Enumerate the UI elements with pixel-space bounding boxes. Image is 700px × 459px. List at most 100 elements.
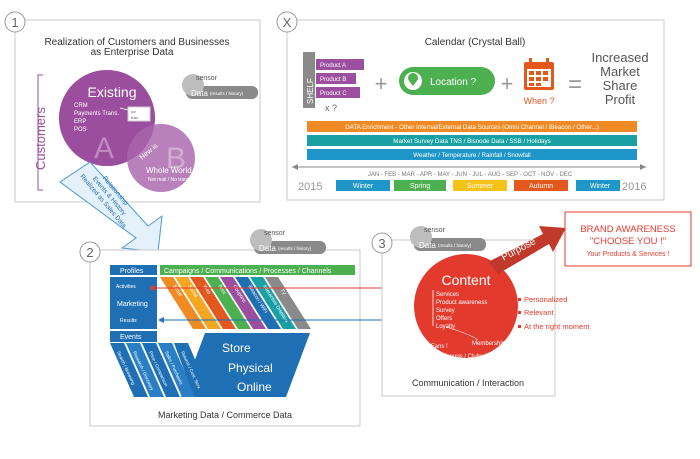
purpose-arrow-shape	[488, 226, 566, 274]
panel-3-number: 3	[378, 236, 385, 251]
season-autumn: Autumn	[529, 183, 553, 190]
small-note-line2: tran	[131, 115, 138, 120]
campaigns-label: Campaigns / Communications / Processes /…	[164, 268, 332, 275]
event-research-shape	[126, 343, 164, 397]
existing-item-pos: POS	[74, 127, 87, 133]
data-bar-survey-label: Market Survey Data TNS / Bisnode Data / …	[393, 138, 550, 145]
channel-print: Print	[216, 284, 227, 296]
product-c-label: Product C	[320, 91, 347, 97]
sensor-badge-2: sensor Data (results / history)	[250, 229, 326, 254]
sensor-sub-2: (results / history)	[278, 246, 312, 251]
when-label: When ?	[523, 96, 554, 106]
sensor-top-2: sensor	[264, 230, 286, 237]
sensor-badge-3: sensor Data (results / history)	[410, 226, 486, 251]
panel-x: X Calendar (Crystal Ball) SHELF Product …	[276, 11, 665, 201]
product-a-label: Product A	[320, 63, 346, 69]
marketing-label: Marketing	[117, 301, 148, 308]
season-autumn-box	[514, 180, 568, 191]
panel-2-number: 2	[86, 245, 93, 260]
event-returns-shape	[174, 343, 206, 397]
data-bar-enrichment-label: DATA Enrichment - Other Internal/Externa…	[345, 124, 599, 131]
marketing-box	[110, 277, 157, 329]
sensor-main-3: Data	[419, 241, 436, 250]
bullet-personalized	[518, 298, 521, 301]
event-price-shape	[142, 343, 180, 397]
channel-email: Email	[171, 284, 183, 298]
season-spring: Spring	[410, 183, 430, 190]
timeline-right-arrow	[640, 164, 646, 170]
brand-awareness-frame	[564, 211, 692, 267]
result-market: Market	[600, 64, 640, 79]
panel-x-title: Calendar (Crystal Ball)	[425, 37, 526, 48]
season-winter-1: Winter	[353, 183, 374, 190]
letter-a: A	[94, 132, 114, 165]
sensor-circle-1	[182, 74, 204, 96]
panel-1-number: 1	[11, 15, 18, 30]
season-summer-box	[453, 180, 507, 191]
sensor-badge-1: sensor Data (results / history)	[182, 74, 258, 99]
existing-title: Existing	[87, 84, 136, 100]
existing-item-erp: ERP	[74, 119, 86, 125]
bullet-moment-label: At the right moment	[524, 322, 590, 331]
membership-label: Membership !	[472, 341, 509, 347]
panel-1-title-line1: Realization of Customers and Businesses	[44, 37, 229, 48]
online-label: Online	[237, 380, 272, 394]
panel-1-title-line2: as Enterprise Data	[91, 47, 174, 58]
profiles-box	[110, 265, 157, 275]
channel-print-shape	[205, 277, 251, 329]
channel-web-shape	[190, 277, 236, 329]
fans-label: Fans !	[431, 344, 448, 350]
product-a-box	[316, 59, 364, 70]
season-summer: Summer	[467, 183, 494, 190]
panel-2-caption: Marketing Data / Commerce Data	[158, 410, 292, 420]
product-c-box	[316, 87, 360, 98]
existing-circle-overlay	[59, 70, 155, 166]
season-winter-2: Winter	[590, 183, 611, 190]
content-item-awareness: Product awareness	[436, 300, 487, 306]
result-profit: Profit	[605, 92, 636, 107]
customers-side-label: Customers	[33, 107, 48, 170]
result-increased: Increased	[591, 50, 648, 65]
bullet-relevant-label: Relevant	[524, 308, 555, 317]
customers-bracket	[37, 74, 43, 191]
shelf-label: SHELF	[306, 78, 315, 104]
brand-line3: Your Products & Services !	[586, 251, 669, 258]
channel-tv-shape	[265, 277, 311, 329]
product-b-box	[316, 73, 356, 84]
product-b-label: Product B	[320, 77, 346, 83]
brand-line1: BRAND AWARENESS	[580, 224, 675, 235]
channel-coupons-shape	[220, 277, 266, 329]
product-x-question: x ?	[325, 103, 337, 113]
sensor-main-2: Data	[259, 244, 276, 253]
store-label: Store	[222, 341, 251, 355]
shelf-bar	[303, 52, 315, 108]
existing-item-crm: CRM	[74, 103, 88, 109]
timeline-months: JAN - FEB - MAR - APR - MAY - JUN - JUL …	[368, 172, 573, 178]
small-note-box	[127, 106, 151, 122]
data-bar-weather-label: Weather / Temperature / Rainfall / Snowf…	[413, 152, 530, 159]
panel-2-number-badge	[79, 241, 101, 263]
store-shape	[181, 333, 310, 397]
year-2016: 2016	[622, 181, 646, 193]
letter-b: B	[166, 142, 186, 175]
events-box	[110, 331, 157, 342]
bullet-moment	[518, 325, 521, 328]
location-label: Location ?	[430, 77, 477, 88]
small-note-pointer	[119, 107, 129, 111]
existing-item-payments: Payments Trans.	[74, 111, 119, 117]
activities-dot	[150, 285, 156, 291]
content-title: Content	[441, 272, 490, 288]
channel-tv: TV	[278, 288, 287, 297]
relationship-arrow-shape	[59, 161, 163, 253]
brand-line2: "CHOOSE YOU !"	[590, 236, 666, 247]
channel-interactive-shape	[250, 277, 296, 329]
sensor-circle-2	[250, 229, 272, 251]
data-bar-enrichment	[307, 121, 637, 132]
brand-awareness-box: BRAND AWARENESS "CHOOSE YOU !" Your Prod…	[564, 211, 692, 267]
event-sales-shape	[158, 343, 196, 397]
content-item-offers: Offers	[436, 316, 452, 322]
content-item-services: Services	[436, 292, 459, 298]
season-spring-box	[394, 180, 446, 191]
channel-web: Web	[201, 284, 212, 296]
